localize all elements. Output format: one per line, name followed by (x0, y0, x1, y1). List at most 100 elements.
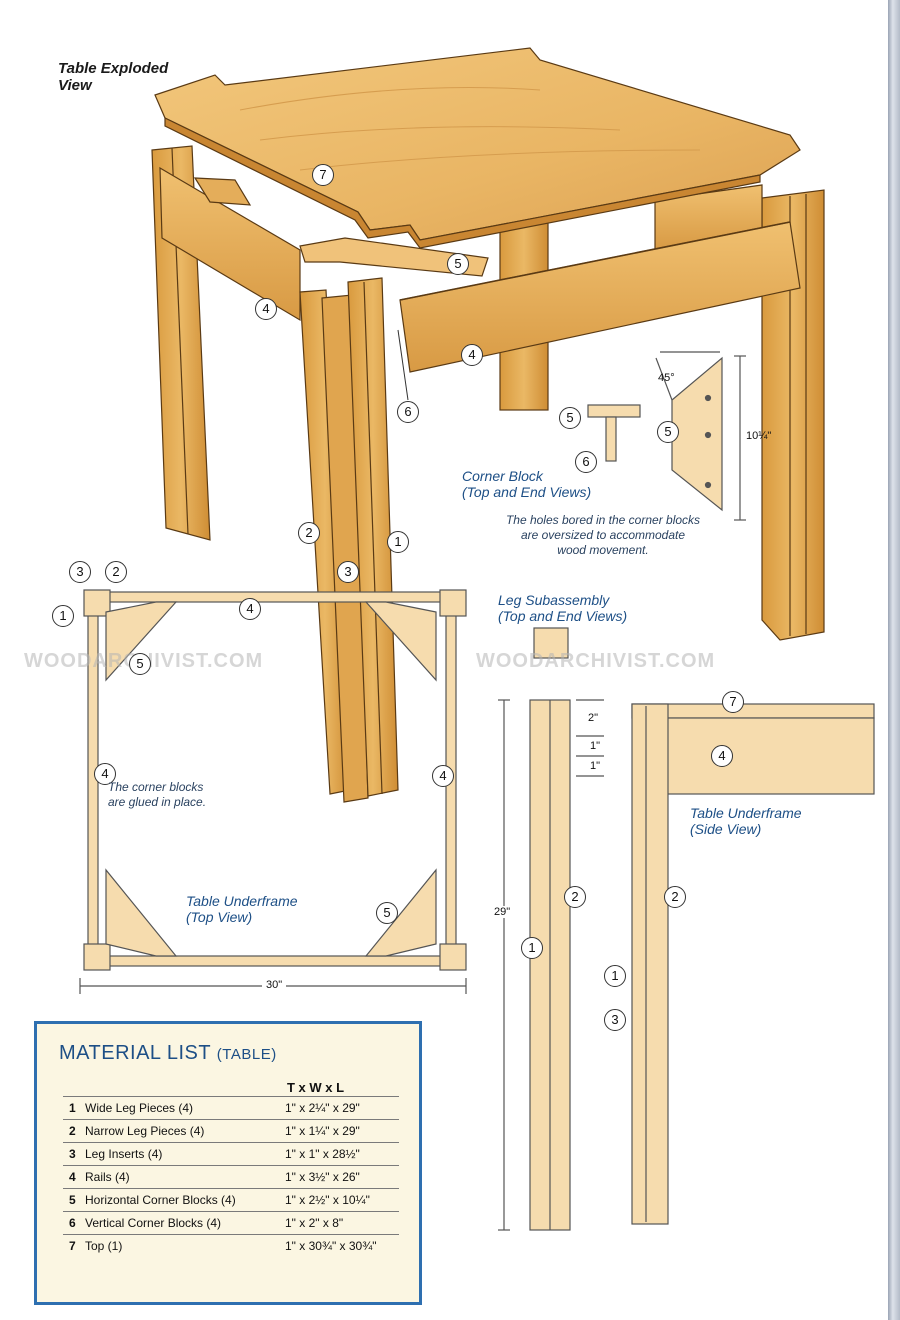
underframe-top-view (79, 589, 467, 994)
underframe-top-subtitle: (Top View) (186, 909, 253, 925)
exploded-title: Table Exploded View (58, 60, 168, 94)
callout-rail-left: 4 (255, 298, 277, 320)
corner-block-subtitle: (Top and End Views) (462, 484, 592, 500)
material-row: 7 Top (1) 1" x 30¾" x 30¾" (63, 1234, 399, 1257)
material-row: 4 Rails (4) 1" x 3½" x 26" (63, 1165, 399, 1188)
material-row: 1 Wide Leg Pieces (4) 1" x 2¼" x 29" (63, 1096, 399, 1119)
material-name: Narrow Leg Pieces (4) (85, 1124, 205, 1138)
left-rail (159, 166, 301, 322)
callout-top-side: 7 (722, 691, 744, 713)
material-row: 3 Leg Inserts (4) 1" x 1" x 28½" (63, 1142, 399, 1165)
callout-rail-right-top-view: 4 (432, 765, 454, 787)
material-num: 7 (69, 1239, 76, 1253)
exploded-view (151, 47, 825, 803)
underframe-top-note-line1: The corner blocks (108, 780, 204, 794)
leg-subassembly (498, 627, 604, 1231)
leg-subassembly-subtitle: (Top and End Views) (498, 608, 628, 624)
leg-dim-3: 1" (590, 760, 601, 772)
underframe-width: 30" (262, 979, 287, 991)
material-list-subtitle: (TABLE) (216, 1046, 277, 1063)
leg-insert-3 (321, 294, 369, 803)
material-row: 2 Narrow Leg Pieces (4) 1" x 1¼" x 29" (63, 1119, 399, 1142)
material-name: Wide Leg Pieces (4) (85, 1101, 194, 1115)
callout-corner-block-exploded: 5 (447, 253, 469, 275)
callout-rail-front: 4 (461, 344, 483, 366)
front-rail (399, 221, 801, 373)
material-size: 1" x 30¾" x 30¾" (285, 1239, 377, 1253)
material-name: Rails (4) (85, 1170, 130, 1184)
material-list-title-text: MATERIAL LIST (59, 1042, 211, 1064)
material-size: 1" x 1¼" x 29" (285, 1124, 360, 1138)
right-leg (761, 189, 825, 641)
exploded-title-line2: View (58, 77, 92, 94)
length-dimension: 10¼" (746, 430, 772, 442)
corner-block-note-line1: The holes bored in the corner blocks (505, 513, 701, 527)
callout-wide-leg-underframe: 1 (604, 965, 626, 987)
material-name: Vertical Corner Blocks (4) (85, 1216, 222, 1230)
material-size: 1" x 2" x 8" (285, 1216, 344, 1230)
material-size: 1" x 1" x 28½" (285, 1147, 360, 1161)
corner-block (299, 237, 489, 277)
material-num: 1 (69, 1101, 76, 1115)
underframe-top-title-text: Table Underframe (186, 893, 298, 909)
underframe-side-title-text: Table Underframe (690, 805, 802, 821)
material-num: 6 (69, 1216, 76, 1230)
underframe-top-note-line2: are glued in place. (108, 795, 207, 809)
leg-dim-2: 1" (590, 740, 601, 752)
callout-insert-underframe: 3 (604, 1009, 626, 1031)
material-list-columns: T x W x L (287, 1080, 345, 1095)
leg-subassembly-title-text: Leg Subassembly (498, 592, 610, 608)
material-size: 1" x 3½" x 26" (285, 1170, 360, 1184)
underframe-side-view (631, 703, 875, 1225)
callout-rail-side: 4 (711, 745, 733, 767)
material-num: 3 (69, 1147, 76, 1161)
callout-insert-exploded: 3 (337, 561, 359, 583)
material-row: 6 Vertical Corner Blocks (4) 1" x 2" x 8… (63, 1211, 399, 1234)
material-size: 1" x 2½" x 10¼" (285, 1193, 370, 1207)
callout-narrow-leg-side: 2 (564, 886, 586, 908)
callout-vertical-block-exploded: 6 (397, 401, 419, 423)
page-edge (888, 0, 900, 1320)
exploded-title-line1: Table Exploded (58, 60, 169, 77)
leg-dim-1: 2" (588, 712, 599, 724)
material-name: Top (1) (85, 1239, 123, 1253)
underframe-side-title: Table Underframe (Side View) (690, 805, 802, 837)
callout-narrow-leg-top: 2 (105, 561, 127, 583)
callout-rail-top-view: 4 (239, 598, 261, 620)
callout-corner-block-top-view: 5 (129, 653, 151, 675)
callout-narrow-leg-exploded: 2 (298, 522, 320, 544)
material-list: MATERIAL LIST (TABLE) T x W x L 1 Wide L… (34, 1021, 422, 1305)
angle-dimension: 45° (658, 372, 675, 384)
underframe-side-subtitle: (Side View) (690, 821, 762, 837)
material-num: 4 (69, 1170, 76, 1184)
left-corner-block (193, 177, 252, 206)
material-name: Horizontal Corner Blocks (4) (85, 1193, 236, 1207)
material-list-title: MATERIAL LIST (TABLE) (59, 1042, 277, 1065)
corner-block-title-text: Corner Block (462, 468, 543, 484)
side-rail (659, 717, 875, 795)
callout-vertical-block-end: 6 (575, 451, 597, 473)
leg-subassembly-title: Leg Subassembly (Top and End Views) (498, 592, 627, 624)
material-size: 1" x 2¼" x 29" (285, 1101, 360, 1115)
side-leg (631, 703, 669, 1225)
corner-block-note-line3: wood movement. (557, 543, 649, 557)
corner-block-note-line2: are oversized to accommodate (520, 528, 686, 542)
corner-block-note: The holes bored in the corner blocks are… (496, 513, 710, 558)
material-row: 5 Horizontal Corner Blocks (4) 1" x 2½" … (63, 1188, 399, 1211)
underframe-top-title: Table Underframe (Top View) (186, 893, 298, 925)
material-num: 5 (69, 1193, 76, 1207)
callout-top: 7 (312, 164, 334, 186)
callout-wide-leg-side: 1 (521, 937, 543, 959)
corner-block-title: Corner Block (Top and End Views) (462, 468, 591, 500)
corner-block-views (587, 351, 746, 521)
rail-top (91, 591, 453, 603)
callout-corner-block-bottom: 5 (376, 902, 398, 924)
leg-height: 29" (494, 906, 511, 918)
callout-corner-block-end: 5 (657, 421, 679, 443)
callout-rail-left-top-view: 4 (94, 763, 116, 785)
rail-bottom (91, 955, 453, 967)
underframe-top-note: The corner blocks are glued in place. (108, 780, 228, 810)
callout-insert-top: 3 (69, 561, 91, 583)
callout-narrow-leg-underframe: 2 (664, 886, 686, 908)
